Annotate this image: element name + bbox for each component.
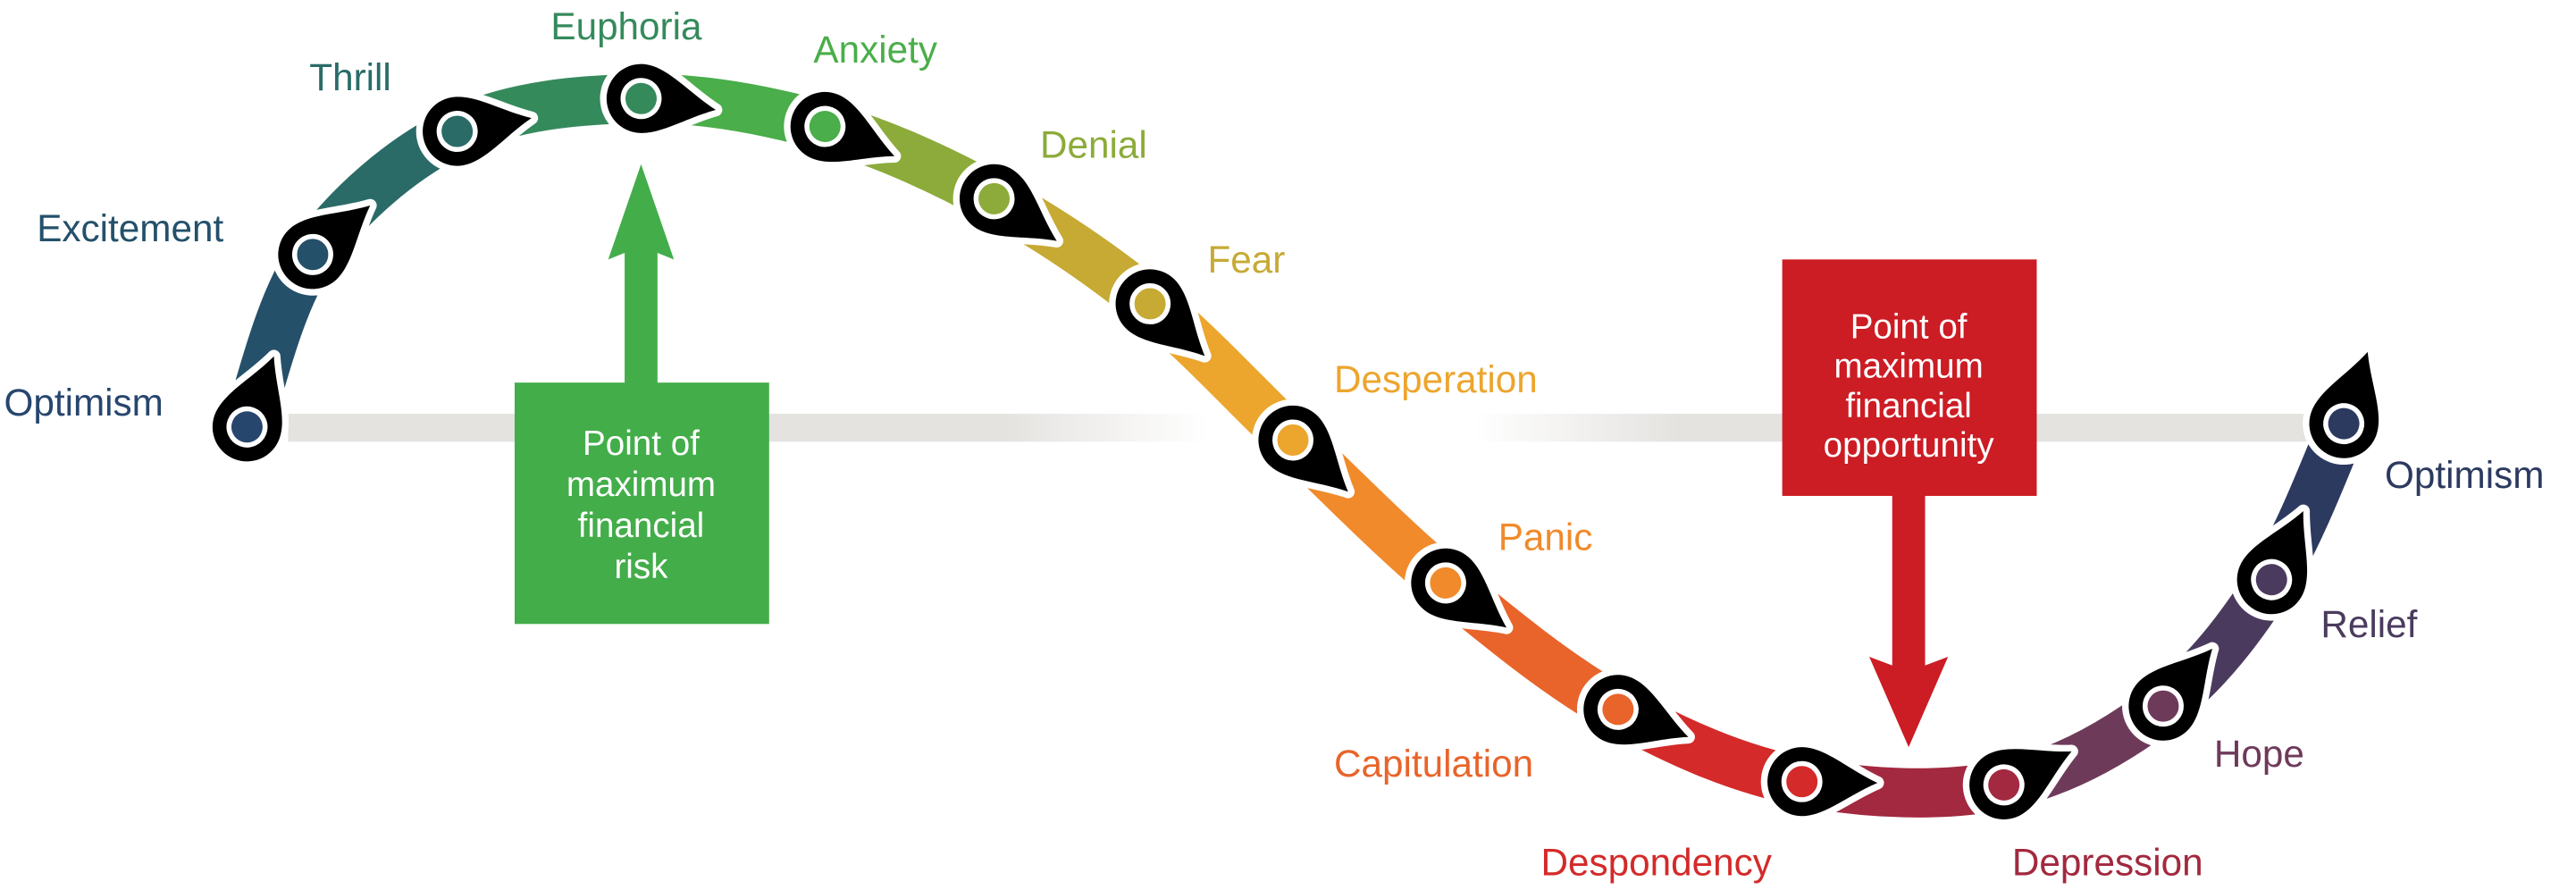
opportunity-arrow-head (1869, 657, 1949, 748)
stage-label: Desperation (1334, 358, 1538, 400)
map-pin-marker-icon (1962, 742, 2078, 827)
opportunity-box (1782, 259, 2037, 496)
stage-label: Panic (1498, 516, 1593, 558)
map-pin-marker-icon (2230, 504, 2314, 621)
map-pin-marker-icon (1109, 263, 1212, 363)
risk-box-line: maximum (566, 466, 716, 504)
map-pin-marker-icon (206, 349, 289, 468)
stage-label: Excitement (37, 207, 223, 249)
map-pin-marker-icon (784, 85, 902, 169)
stage-label: Optimism (4, 382, 163, 424)
stage-label: Hope (2214, 733, 2304, 775)
stage-label: Despondency (1540, 841, 1772, 883)
opportunity-arrow-shaft (1892, 492, 1926, 674)
map-pin-marker-icon (2122, 642, 2219, 748)
opportunity-box-line: Point of (1850, 308, 1968, 347)
risk-box-line: financial (578, 507, 705, 545)
opportunity-box-line: financial (1845, 387, 1972, 425)
stage-label: Denial (1040, 123, 1147, 165)
map-pin-marker-icon (1252, 399, 1355, 499)
risk-box-line: risk (614, 548, 668, 586)
opportunity-box-line: maximum (1834, 348, 1984, 386)
map-pin-marker-icon (415, 90, 539, 172)
map-pin-marker-icon (1760, 740, 1884, 823)
stage-label: Optimism (2385, 454, 2544, 496)
map-pin-marker-icon (952, 157, 1064, 248)
opportunity-callout: Point of maximum financial opportunity (1782, 259, 2037, 748)
stage-label: Anxiety (813, 29, 937, 71)
opportunity-box-line: opportunity (1824, 426, 1995, 465)
risk-box-line: Point of (583, 424, 700, 463)
risk-arrow-shaft (625, 230, 658, 395)
map-pin-marker-icon (272, 198, 377, 296)
stage-markers (206, 57, 2386, 827)
stage-label: Euphoria (550, 5, 702, 47)
stage-label: Fear (1207, 239, 1285, 281)
map-pin-marker-icon (600, 57, 723, 140)
map-pin-marker-icon (1576, 668, 1695, 751)
stage-label: Thrill (309, 56, 391, 98)
stage-label: Relief (2320, 603, 2417, 645)
stage-labels: Optimism Excitement Thrill EuphoriaAnxietyD… (4, 5, 2544, 883)
risk-arrow-head (608, 164, 675, 260)
risk-box (514, 382, 769, 625)
map-pin-marker-icon (2303, 345, 2386, 465)
risk-callout: Point of maximum financial risk (514, 164, 769, 625)
stage-label: Depression (2012, 841, 2203, 883)
stage-label: Capitulation (1334, 743, 1533, 785)
map-pin-marker-icon (1404, 542, 1514, 634)
